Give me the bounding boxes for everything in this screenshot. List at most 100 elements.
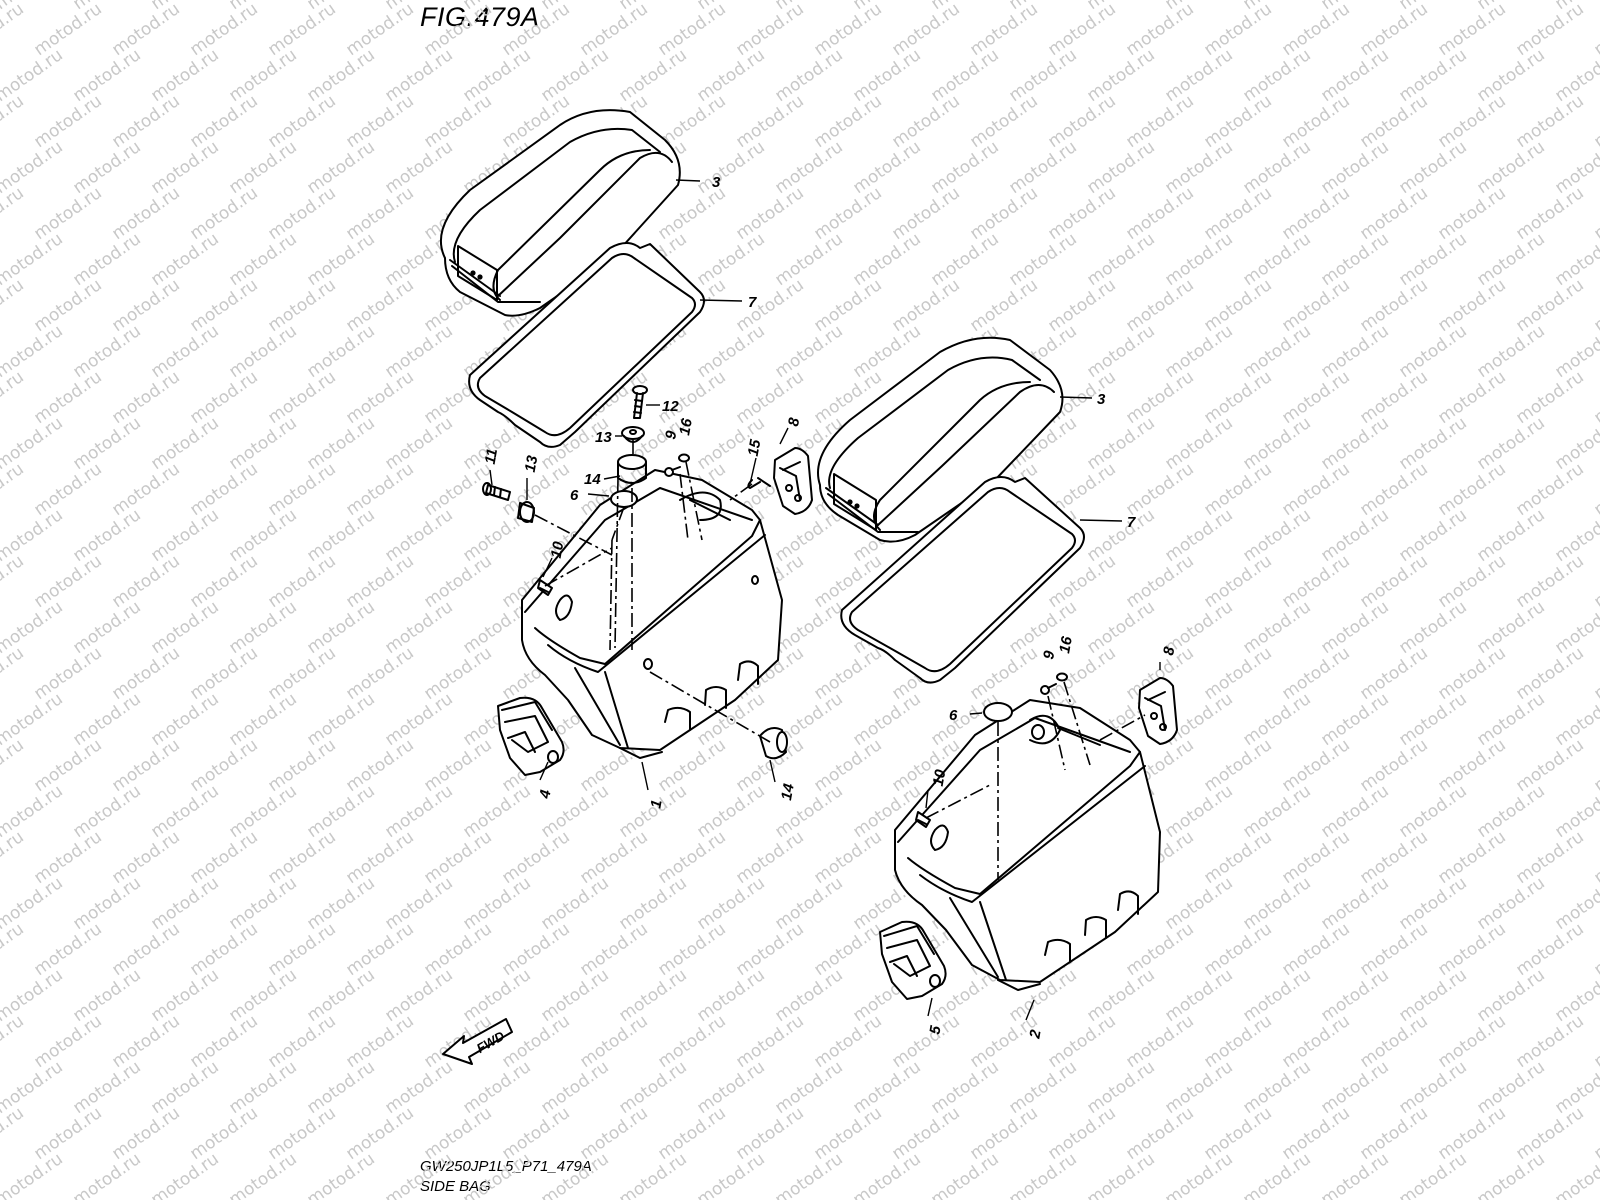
watermark-text: motod.ru <box>1044 183 1119 244</box>
watermark-text: motod.ru <box>537 1149 612 1200</box>
right-washer-16 <box>1056 672 1068 682</box>
left-screw-11 <box>482 482 511 501</box>
watermark-text: motod.ru <box>1356 551 1431 612</box>
watermark-text: motod.ru <box>225 45 300 106</box>
callout-10b: 10 <box>930 768 950 788</box>
callout-16a: 16 <box>676 417 696 437</box>
watermark-text: motod.ru <box>1122 367 1197 428</box>
watermark-text: motod.ru <box>1590 367 1600 428</box>
watermark-text: motod.ru <box>0 827 28 888</box>
watermark-text: motod.ru <box>108 827 183 888</box>
watermark-text: motod.ru <box>732 1103 807 1164</box>
watermark-text: motod.ru <box>732 183 807 244</box>
callout-12: 12 <box>662 398 679 415</box>
left-latch-8 <box>773 447 813 515</box>
watermark-text: motod.ru <box>225 413 300 474</box>
watermark-text: motod.ru <box>1356 735 1431 796</box>
watermark-text: motod.ru <box>186 827 261 888</box>
watermark-text: motod.ru <box>30 919 105 980</box>
watermark-text: motod.ru <box>1473 321 1548 382</box>
watermark-text: motod.ru <box>771 597 846 658</box>
watermark-text: motod.ru <box>225 873 300 934</box>
watermark-text: motod.ru <box>1200 551 1275 612</box>
right-gasket <box>840 476 1085 684</box>
watermark-text: motod.ru <box>108 275 183 336</box>
watermark-text: motod.ru <box>0 367 28 428</box>
assembly-lines <box>534 440 1146 880</box>
watermark-text: motod.ru <box>693 965 768 1026</box>
watermark-text: motod.ru <box>654 0 729 60</box>
watermark-text: motod.ru <box>1473 965 1548 1026</box>
watermark-text: motod.ru <box>1434 735 1509 796</box>
watermark-text: motod.ru <box>303 45 378 106</box>
watermark-text: motod.ru <box>1083 965 1158 1026</box>
watermark-text: motod.ru <box>381 505 456 566</box>
watermark-text: motod.ru <box>1590 919 1600 980</box>
watermark-text: motod.ru <box>576 1103 651 1164</box>
watermark-text: motod.ru <box>186 919 261 980</box>
watermark-text: motod.ru <box>1122 1103 1197 1164</box>
watermark-text: motod.ru <box>1356 827 1431 888</box>
watermark-text: motod.ru <box>1239 229 1314 290</box>
watermark-text: motod.ru <box>849 1057 924 1118</box>
watermark-text: motod.ru <box>1083 137 1158 198</box>
watermark-text: motod.ru <box>1161 1057 1236 1118</box>
watermark-text: motod.ru <box>654 1103 729 1164</box>
watermark-text: motod.ru <box>264 0 339 60</box>
watermark-text: motod.ru <box>654 1011 729 1072</box>
watermark-text: motod.ru <box>1473 137 1548 198</box>
watermark-text: motod.ru <box>615 1149 690 1200</box>
watermark-text: motod.ru <box>1434 827 1509 888</box>
watermark-text: motod.ru <box>1590 735 1600 796</box>
watermark-text: motod.ru <box>1434 1103 1509 1164</box>
watermark-text: motod.ru <box>186 275 261 336</box>
right-grommet-6 <box>983 702 1013 722</box>
watermark-text: motod.ru <box>888 1103 963 1164</box>
watermark-text: motod.ru <box>342 183 417 244</box>
callout-5: 5 <box>926 1024 944 1036</box>
watermark-text: motod.ru <box>1317 689 1392 750</box>
watermark-text: motod.ru <box>303 229 378 290</box>
watermark-text: motod.ru <box>69 321 144 382</box>
watermark-text: motod.ru <box>147 45 222 106</box>
watermark-text: motod.ru <box>108 183 183 244</box>
watermark-text: motod.ru <box>381 873 456 934</box>
watermark-text: motod.ru <box>264 183 339 244</box>
watermark-text: motod.ru <box>30 91 105 152</box>
watermark-text: motod.ru <box>693 229 768 290</box>
watermark-text: motod.ru <box>849 45 924 106</box>
watermark-text: motod.ru <box>381 597 456 658</box>
watermark-text: motod.ru <box>69 45 144 106</box>
callout-6b: 6 <box>949 707 958 724</box>
watermark-text: motod.ru <box>1239 873 1314 934</box>
figure-caption: SIDE BAG <box>420 1178 491 1195</box>
watermark-text: motod.ru <box>1395 873 1470 934</box>
watermark-text: motod.ru <box>1083 229 1158 290</box>
right-bag-body <box>894 699 1161 991</box>
callout-7b: 7 <box>1127 514 1136 531</box>
figure-title: FIG.479A <box>420 2 540 32</box>
watermark-text: motod.ru <box>1239 321 1314 382</box>
watermark-text: motod.ru <box>1590 551 1600 612</box>
watermark-text: motod.ru <box>1278 1103 1353 1164</box>
watermark-text: motod.ru <box>342 0 417 60</box>
watermark-text: motod.ru <box>420 919 495 980</box>
watermark-text: motod.ru <box>1434 0 1509 60</box>
watermark-text: motod.ru <box>1590 183 1600 244</box>
watermark-text: motod.ru <box>1356 643 1431 704</box>
watermark-text: motod.ru <box>1005 1057 1080 1118</box>
callout-3b: 3 <box>1097 391 1106 408</box>
watermark-text: motod.ru <box>147 229 222 290</box>
watermark-text: motod.ru <box>303 873 378 934</box>
watermark-text: motod.ru <box>1278 1011 1353 1072</box>
watermark-text: motod.ru <box>1473 229 1548 290</box>
watermark-text: motod.ru <box>147 1057 222 1118</box>
watermark-text: motod.ru <box>1005 45 1080 106</box>
watermark-text: motod.ru <box>1278 827 1353 888</box>
watermark-text: motod.ru <box>771 137 846 198</box>
watermark-text: motod.ru <box>69 229 144 290</box>
watermark-text: motod.ru <box>1200 0 1275 60</box>
watermark-text: motod.ru <box>1356 919 1431 980</box>
watermark-text: motod.ru <box>1512 1103 1587 1164</box>
watermark-text: motod.ru <box>381 1057 456 1118</box>
